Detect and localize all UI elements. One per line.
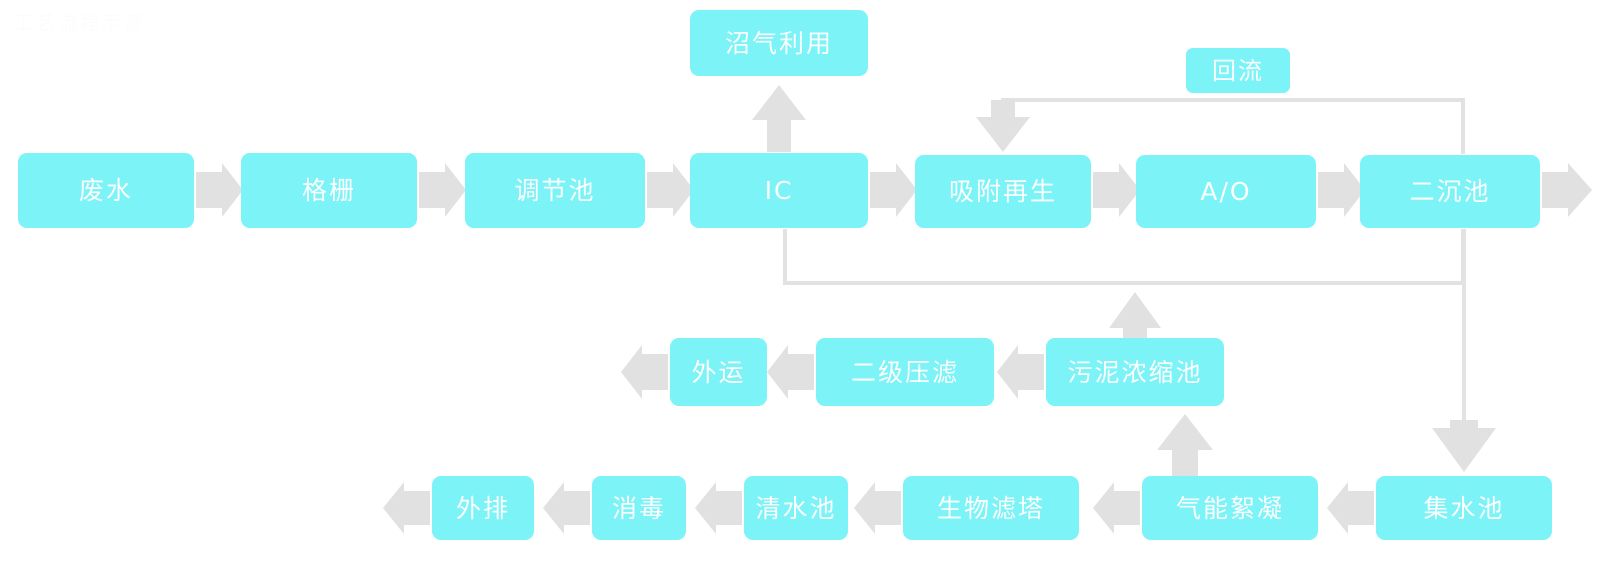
node-erji-yalv[interactable]: 二级压滤 xyxy=(816,338,994,406)
node-qingshuichi[interactable]: 清水池 xyxy=(744,476,848,540)
c-ic-xifuzaisheng xyxy=(870,163,917,217)
node-ao[interactable]: A/O xyxy=(1136,155,1316,228)
node-label: 集水池 xyxy=(1423,493,1505,523)
c-wainyun-out xyxy=(621,345,668,399)
node-shengwu-lvta[interactable]: 生物滤塔 xyxy=(903,476,1079,540)
node-feishui[interactable]: 废水 xyxy=(18,153,194,228)
node-label: 污泥浓缩池 xyxy=(1067,357,1203,387)
c-erjiyalv-wainyun xyxy=(767,345,814,399)
node-label: 格栅 xyxy=(301,176,356,205)
c-jishuichi-qineng xyxy=(1327,482,1374,534)
node-label: A/O xyxy=(1200,177,1252,206)
node-label: 废水 xyxy=(78,176,133,205)
node-gezha[interactable]: 格栅 xyxy=(241,153,417,228)
node-xifu-zaisheng[interactable]: 吸附再生 xyxy=(915,155,1091,228)
node-label: 二沉池 xyxy=(1409,177,1491,206)
c-xifuzaisheng-ao xyxy=(1093,163,1140,217)
node-label: 消毒 xyxy=(611,493,666,523)
node-qineng-xuning[interactable]: 气能絮凝 xyxy=(1142,476,1318,540)
node-huiliu[interactable]: 回流 xyxy=(1186,48,1290,93)
node-wuni-nongsuochi[interactable]: 污泥浓缩池 xyxy=(1046,338,1224,406)
node-label: 沼气利用 xyxy=(724,28,833,58)
c-erchenchi-out xyxy=(1542,163,1592,217)
c-wunizhongsuo-loop xyxy=(1109,292,1161,340)
c-tiaojiechi-ic xyxy=(647,163,694,217)
c-ao-erchenchi xyxy=(1318,163,1365,217)
node-tiaojiechi[interactable]: 调节池 xyxy=(465,153,645,228)
c-erchenchi-ic xyxy=(783,229,1465,285)
node-jishuichi[interactable]: 集水池 xyxy=(1376,476,1552,540)
node-label: 吸附再生 xyxy=(948,177,1057,206)
c-feishui-gezha xyxy=(196,163,243,217)
c-wunizhongsuo-erjiyalv xyxy=(997,345,1044,399)
node-ic[interactable]: IC xyxy=(690,153,868,228)
node-zhaoqi-liyong[interactable]: 沼气利用 xyxy=(690,10,868,76)
node-label: 外运 xyxy=(691,357,746,387)
c-shengwulvta-qingshui xyxy=(854,482,901,534)
c-qingshui-xiaodu xyxy=(695,482,742,534)
c-erchenchi-jishuichi xyxy=(1432,229,1496,472)
node-label: IC xyxy=(764,176,794,205)
node-label: 外排 xyxy=(455,493,510,523)
c-qineng-wunizhongsuo xyxy=(1157,414,1213,476)
node-waipai[interactable]: 外排 xyxy=(432,476,534,540)
c-erchenchi-xifuzaisheng xyxy=(976,98,1465,154)
node-label: 回流 xyxy=(1212,56,1264,85)
node-label: 清水池 xyxy=(755,493,837,523)
node-waiyun[interactable]: 外运 xyxy=(670,338,767,406)
c-ic-zhaoqi xyxy=(752,85,806,152)
c-xiaodu-waipai xyxy=(543,482,590,534)
node-label: 生物滤塔 xyxy=(936,493,1045,523)
node-label: 调节池 xyxy=(514,176,596,205)
c-waipai-out xyxy=(383,482,430,534)
node-xiaodu[interactable]: 消毒 xyxy=(592,476,686,540)
c-gezha-tiaojiechi xyxy=(419,163,466,217)
watermark-text: 工艺流程示意 xyxy=(14,12,147,34)
node-label: 二级压滤 xyxy=(850,357,959,387)
node-erchenchi[interactable]: 二沉池 xyxy=(1360,155,1540,228)
node-label: 气能絮凝 xyxy=(1175,493,1284,523)
c-qineng-shengwulvta xyxy=(1093,482,1140,534)
